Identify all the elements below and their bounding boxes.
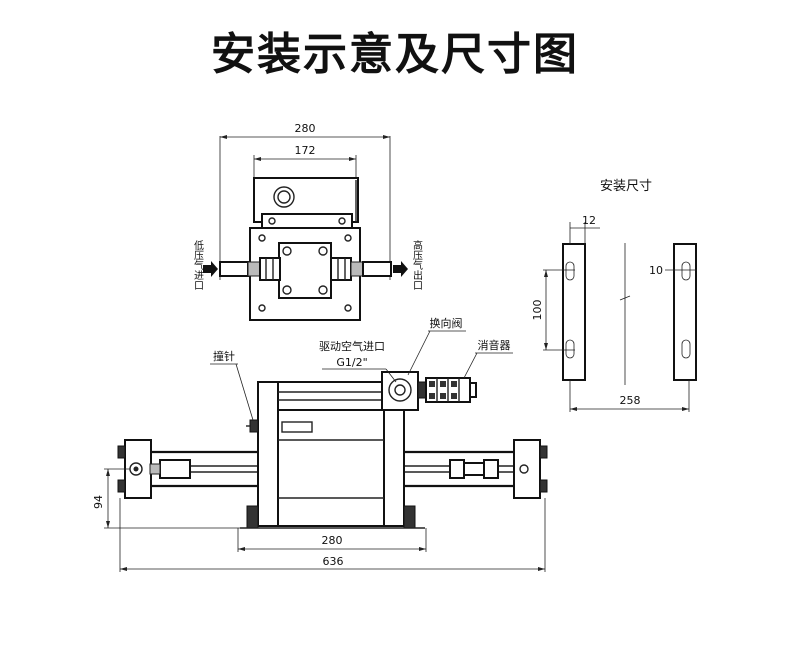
outlet-arrow-icon	[393, 261, 408, 277]
dim-body-length: 280	[322, 534, 343, 547]
front-view: 换向阀 驱动空气进口 G1/2" 消音器 撞针 94 280 636	[92, 316, 548, 572]
top-view: 280 172	[192, 122, 423, 321]
label-drive-inlet: 驱动空气进口	[319, 339, 385, 353]
inlet-label: 低压气进口	[192, 239, 204, 290]
label-valve: 换向阀	[430, 316, 463, 330]
top-dim-overall: 280	[295, 122, 316, 135]
label-striker: 撞针	[213, 349, 235, 363]
label-drive-thread: G1/2"	[336, 356, 367, 369]
label-muffler: 消音器	[478, 338, 511, 352]
mount-view: 安装尺寸 12 100 10 258	[531, 179, 697, 412]
mount-title: 安装尺寸	[600, 179, 652, 194]
mount-dim-slot: 10	[649, 264, 663, 277]
mount-dim-rail-spacing: 258	[620, 394, 641, 407]
outlet-label: 高压气出口	[411, 239, 423, 290]
page-title: 安装示意及尺寸图	[211, 29, 579, 80]
mount-dim-slot-width: 12	[582, 214, 596, 227]
dim-height: 94	[92, 495, 105, 509]
dim-overall-length: 636	[323, 555, 344, 568]
top-dim-inner: 172	[295, 144, 316, 157]
inlet-arrow-icon	[203, 261, 218, 277]
mount-dim-hole-spacing: 100	[531, 300, 544, 321]
